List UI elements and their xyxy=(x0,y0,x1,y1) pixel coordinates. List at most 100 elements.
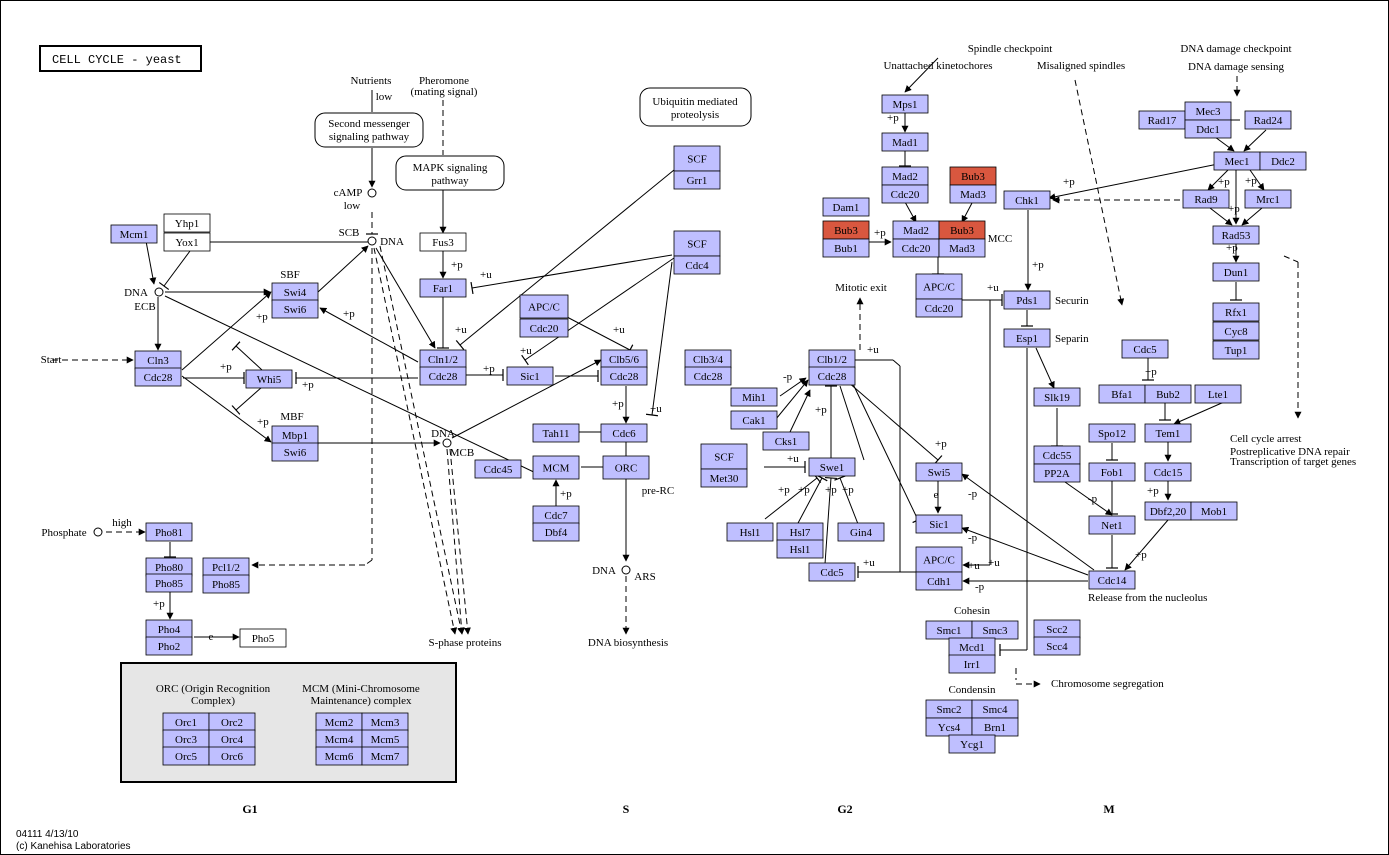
gene-scc2[interactable]: Scc2 xyxy=(1033,619,1081,639)
gene-mad1[interactable]: Mad1 xyxy=(881,132,929,152)
gene-clb34[interactable]: Clb3/4 xyxy=(684,349,732,369)
gene-whi5[interactable]: Whi5 xyxy=(245,369,293,389)
gene-mcm3[interactable]: Mcm3 xyxy=(361,712,409,732)
gene-pho85b[interactable]: Pho85 xyxy=(202,574,250,594)
gene-esp1[interactable]: Esp1 xyxy=(1003,328,1051,348)
gene-smc1[interactable]: Smc1 xyxy=(925,620,973,640)
gene-rad17[interactable]: Rad17 xyxy=(1138,110,1186,130)
gene-orc4[interactable]: Orc4 xyxy=(208,729,256,749)
gene-mad3b[interactable]: Mad3 xyxy=(938,238,986,258)
map-second-messenger[interactable]: Second messenger signaling pathway xyxy=(314,112,424,148)
gene-scf2[interactable]: SCF xyxy=(673,230,721,257)
gene-cdc55[interactable]: Cdc55 xyxy=(1033,445,1081,465)
gene-ycs4[interactable]: Ycs4 xyxy=(925,717,973,737)
gene-ddc2[interactable]: Ddc2 xyxy=(1259,151,1307,171)
gene-apcc3[interactable]: APC/C xyxy=(915,546,963,573)
gene-orc6[interactable]: Orc6 xyxy=(208,746,256,766)
gene-cak1[interactable]: Cak1 xyxy=(730,410,778,430)
gene-mad3a[interactable]: Mad3 xyxy=(949,184,997,204)
gene-ddc1[interactable]: Ddc1 xyxy=(1184,119,1232,139)
gene-yhp1[interactable]: Yhp1 xyxy=(163,213,211,233)
gene-mec3[interactable]: Mec3 xyxy=(1184,101,1232,121)
gene-bub3b[interactable]: Bub3 xyxy=(822,220,870,240)
gene-mcm2[interactable]: Mcm2 xyxy=(315,712,363,732)
gene-ycg1[interactable]: Ycg1 xyxy=(948,734,996,754)
gene-clb56[interactable]: Clb5/6 xyxy=(600,349,648,369)
gene-rfx1[interactable]: Rfx1 xyxy=(1212,302,1260,322)
gene-scf1[interactable]: SCF xyxy=(673,145,721,172)
gene-mcm[interactable]: MCM xyxy=(532,455,580,480)
gene-far1[interactable]: Far1 xyxy=(419,278,467,298)
gene-dbf4[interactable]: Dbf4 xyxy=(532,522,580,542)
gene-cdc45[interactable]: Cdc45 xyxy=(474,459,522,479)
gene-mad2b[interactable]: Mad2 xyxy=(892,220,940,240)
gene-tup1[interactable]: Tup1 xyxy=(1212,340,1260,360)
gene-cdc28d[interactable]: Cdc28 xyxy=(684,366,732,386)
gene-smc2[interactable]: Smc2 xyxy=(925,699,973,719)
gene-cdc28b[interactable]: Cdc28 xyxy=(419,366,467,386)
gene-apcc2[interactable]: APC/C xyxy=(915,273,963,300)
gene-slk19[interactable]: Slk19 xyxy=(1033,387,1081,407)
gene-bub3a[interactable]: Bub3 xyxy=(949,166,997,186)
gene-mcm1[interactable]: Mcm1 xyxy=(110,224,158,244)
gene-pho80[interactable]: Pho80 xyxy=(145,557,193,577)
gene-dam1[interactable]: Dam1 xyxy=(822,197,870,217)
map-ubiquitin-proteolysis[interactable]: Ubiquitin mediated proteolysis xyxy=(639,87,752,127)
gene-bub3c[interactable]: Bub3 xyxy=(938,220,986,240)
gene-pcl12[interactable]: Pcl1/2 xyxy=(202,557,250,577)
gene-chk1[interactable]: Chk1 xyxy=(1003,190,1051,210)
gene-mcm7[interactable]: Mcm7 xyxy=(361,746,409,766)
gene-yox1[interactable]: Yox1 xyxy=(163,232,211,252)
gene-dun1[interactable]: Dun1 xyxy=(1212,262,1260,282)
gene-orc[interactable]: ORC xyxy=(602,455,650,480)
gene-mcm6[interactable]: Mcm6 xyxy=(315,746,363,766)
gene-bub2[interactable]: Bub2 xyxy=(1144,384,1192,404)
gene-cdc28c[interactable]: Cdc28 xyxy=(600,366,648,386)
gene-swi6b[interactable]: Swi6 xyxy=(271,442,319,462)
gene-orc3[interactable]: Orc3 xyxy=(162,729,210,749)
gene-pho81[interactable]: Pho81 xyxy=(145,522,193,542)
gene-hsl1[interactable]: Hsl1 xyxy=(726,522,774,542)
gene-cdc5a[interactable]: Cdc5 xyxy=(808,562,856,582)
gene-clb12[interactable]: Clb1/2 xyxy=(808,349,856,369)
gene-sic1b[interactable]: Sic1 xyxy=(915,514,963,534)
gene-mec1[interactable]: Mec1 xyxy=(1213,151,1261,171)
gene-rad9[interactable]: Rad9 xyxy=(1182,189,1230,209)
gene-sic1a[interactable]: Sic1 xyxy=(506,366,554,386)
gene-mbp1[interactable]: Mbp1 xyxy=(271,425,319,445)
gene-cdc20c[interactable]: Cdc20 xyxy=(892,238,940,258)
gene-cdc28e[interactable]: Cdc28 xyxy=(808,366,856,386)
gene-dbf220[interactable]: Dbf2,20 xyxy=(1144,501,1192,521)
gene-orc1[interactable]: Orc1 xyxy=(162,712,210,732)
gene-cyc8[interactable]: Cyc8 xyxy=(1212,321,1260,341)
gene-mps1[interactable]: Mps1 xyxy=(881,94,929,114)
gene-pho2[interactable]: Pho2 xyxy=(145,636,193,656)
gene-mcm4[interactable]: Mcm4 xyxy=(315,729,363,749)
gene-fob1[interactable]: Fob1 xyxy=(1088,462,1136,482)
gene-pho5[interactable]: Pho5 xyxy=(239,628,287,648)
gene-pp2a[interactable]: PP2A xyxy=(1033,463,1081,483)
map-mapk-signaling[interactable]: MAPK signaling pathway xyxy=(395,155,505,191)
gene-pds1[interactable]: Pds1 xyxy=(1003,290,1051,310)
gene-met30[interactable]: Met30 xyxy=(700,468,748,488)
gene-lte1[interactable]: Lte1 xyxy=(1194,384,1242,404)
gene-tem1[interactable]: Tem1 xyxy=(1144,423,1192,443)
gene-swi6a[interactable]: Swi6 xyxy=(271,299,319,319)
gene-smc3[interactable]: Smc3 xyxy=(971,620,1019,640)
gene-pho85a[interactable]: Pho85 xyxy=(145,573,193,593)
gene-pho4[interactable]: Pho4 xyxy=(145,619,193,639)
gene-cdc5b[interactable]: Cdc5 xyxy=(1121,339,1169,359)
gene-hsl7[interactable]: Hsl7 xyxy=(776,522,824,542)
gene-cdc20d[interactable]: Cdc20 xyxy=(915,298,963,318)
gene-scf3[interactable]: SCF xyxy=(700,443,748,470)
gene-orc2[interactable]: Orc2 xyxy=(208,712,256,732)
gene-mcd1[interactable]: Mcd1 xyxy=(948,637,996,657)
gene-tah11[interactable]: Tah11 xyxy=(532,423,580,443)
gene-cdc20a[interactable]: Cdc20 xyxy=(519,318,569,338)
gene-cdc7[interactable]: Cdc7 xyxy=(532,505,580,525)
gene-cln3[interactable]: Cln3 xyxy=(134,350,182,370)
gene-cdc28a[interactable]: Cdc28 xyxy=(134,367,182,387)
gene-brn1[interactable]: Brn1 xyxy=(971,717,1019,737)
gene-hsl1b[interactable]: Hsl1 xyxy=(776,539,824,559)
gene-cks1[interactable]: Cks1 xyxy=(762,431,810,451)
